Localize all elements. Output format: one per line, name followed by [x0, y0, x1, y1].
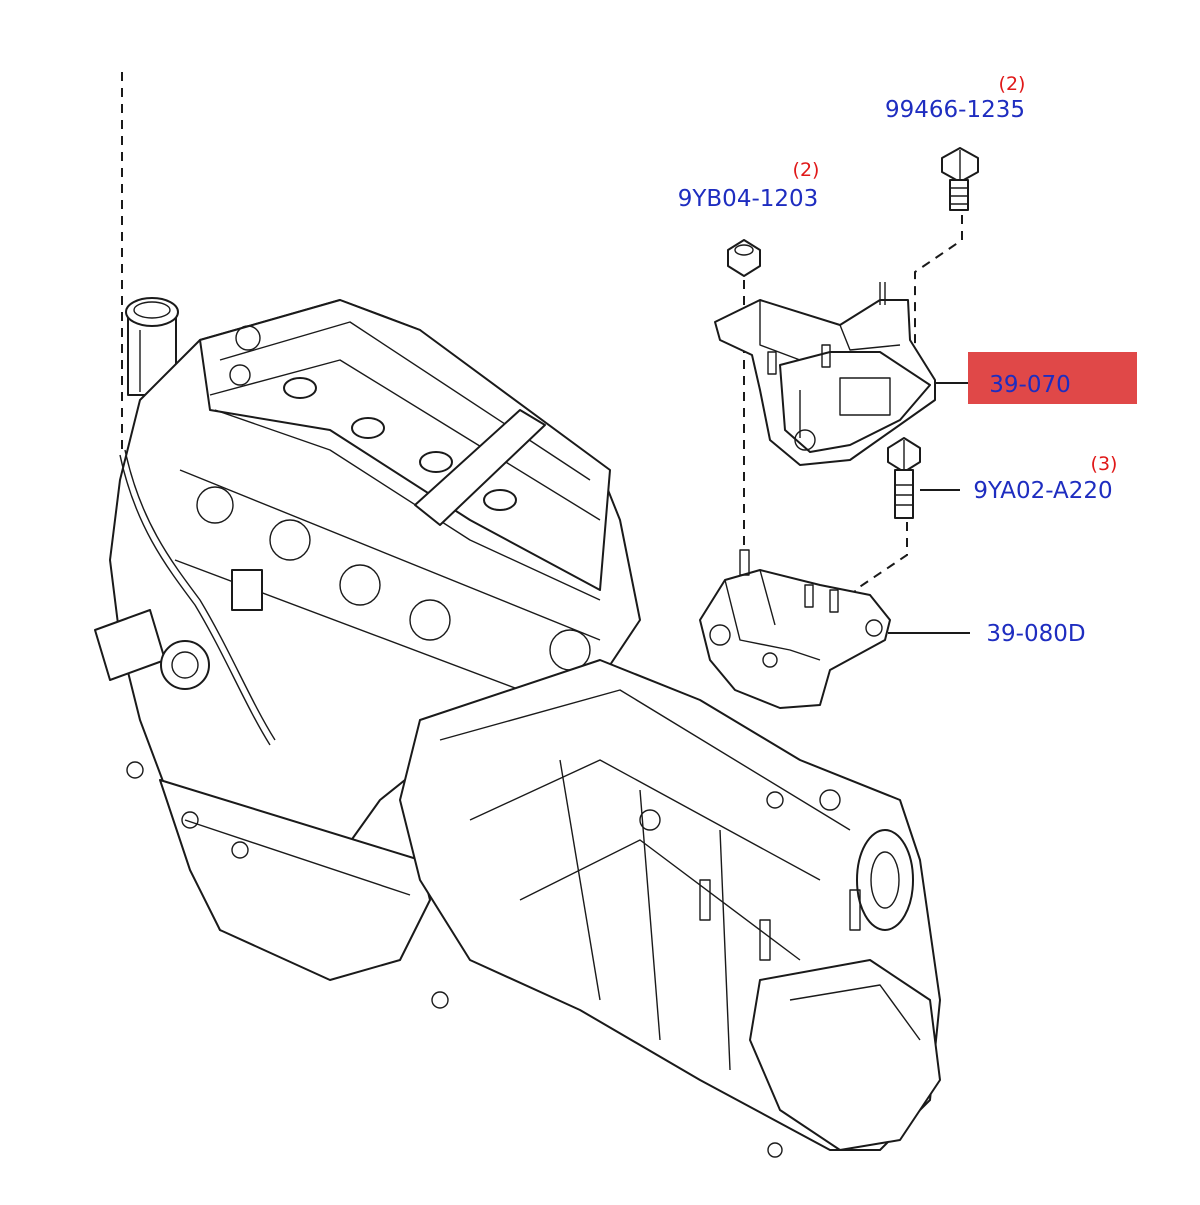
nut-9yb04-1203	[727, 239, 761, 277]
part-label-39-070[interactable]: 39-070	[989, 372, 1070, 398]
transmission	[399, 659, 941, 1158]
qty-label-9yb04-1203: (2)	[793, 159, 820, 181]
spark-plug-well	[283, 377, 317, 399]
engine-assembly-drawing	[94, 72, 941, 1158]
front-pulley	[160, 640, 210, 690]
spark-plug-well	[351, 417, 385, 439]
engine-block	[94, 299, 641, 981]
wire-harness	[124, 449, 276, 741]
part-label-99466-1235[interactable]: 99466-1235	[885, 97, 1025, 123]
highlight-box-39-070	[968, 352, 1137, 404]
engine-mount-lower	[699, 549, 891, 709]
part-label-39-080d[interactable]: 39-080D	[986, 621, 1085, 647]
qty-label-99466-1235: (2)	[999, 73, 1026, 95]
spark-plug-well	[483, 489, 517, 511]
part-label-9ya02-a220[interactable]: 9YA02-A220	[973, 478, 1112, 504]
bolt-99466-1235	[941, 147, 979, 211]
output-flange	[856, 829, 914, 931]
qty-label-9ya02-a220: (3)	[1091, 453, 1118, 475]
ignition-coil	[414, 409, 546, 526]
guide-line-bolt-top	[914, 215, 963, 360]
tail-housing	[749, 959, 941, 1151]
spark-plug-well	[419, 451, 453, 473]
part-label-9yb04-1203[interactable]: 9YB04-1203	[678, 186, 819, 212]
bolt-9ya02-a220	[887, 437, 921, 519]
engine-mount-upper	[714, 282, 936, 466]
guide-line-bolt-middle	[854, 522, 908, 610]
sensor	[231, 569, 263, 611]
